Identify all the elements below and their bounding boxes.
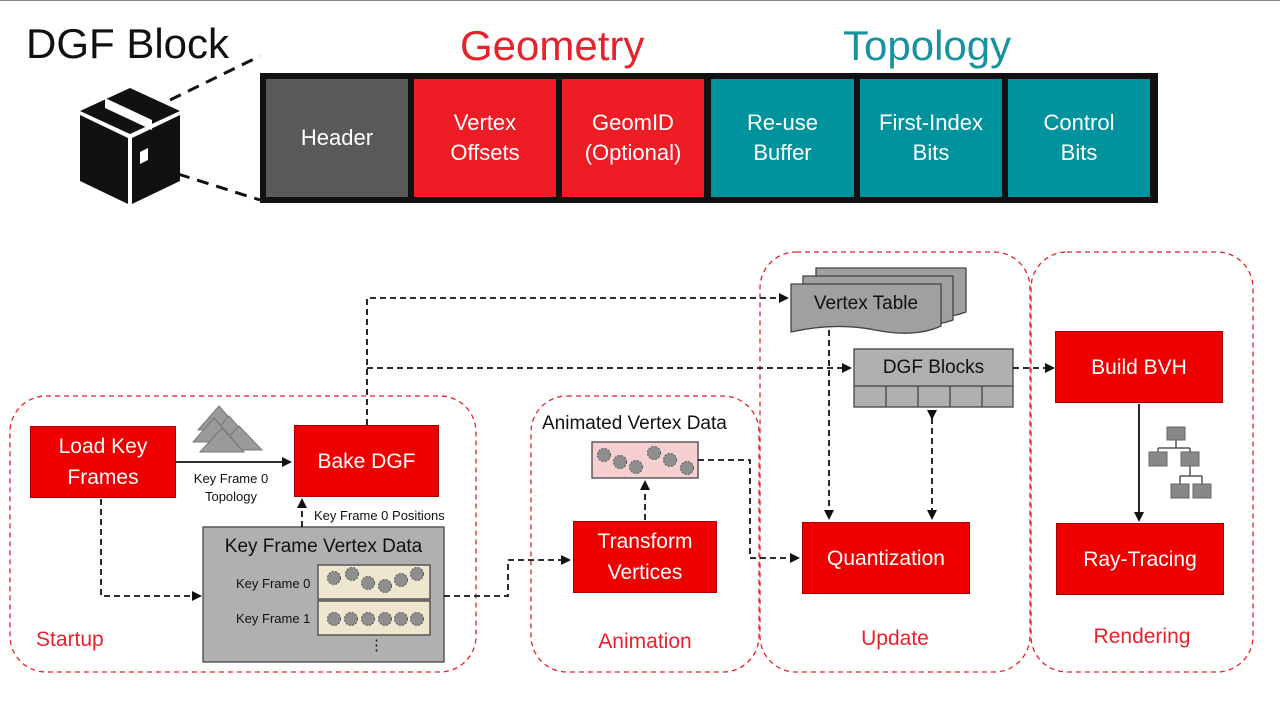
topology-label: Topology (843, 22, 1012, 69)
bake-dgf-box: Bake DGF (294, 425, 439, 497)
rendering-label: Rendering (1093, 625, 1191, 648)
animated-vertices (597, 446, 694, 475)
arrow-animated-to-quantization (698, 459, 800, 563)
key-frame-0-label: Key Frame 0 (236, 576, 311, 591)
dgf-blocks-label: DGF Blocks (882, 357, 985, 378)
animation-label: Animation (598, 630, 692, 653)
zoom-line-top (169, 54, 261, 102)
more-key-frames-ellipsis: ⋮ (369, 637, 384, 654)
arrow-load-to-vertex-data (100, 499, 202, 601)
key-frame-1-label: Key Frame 1 (236, 611, 311, 626)
dgf-blocks-store (853, 348, 1014, 408)
vertex-table-stack (790, 267, 967, 334)
transform-vertices-box: Transform Vertices (573, 521, 717, 593)
dgf-blocks-cells (854, 385, 1013, 407)
vertex-offsets-cell: Vertex Offsets (414, 79, 556, 197)
animated-vertex-data-buffer (591, 441, 699, 479)
quantization-box: Quantization (802, 522, 970, 594)
key-frame-1-vertices (327, 612, 424, 626)
key-frame-positions-label: Key Frame 0 Positions (314, 508, 445, 523)
rendering-section (1030, 251, 1254, 673)
arrow-bake-to-vertex-table (366, 293, 789, 425)
header-cell: Header (266, 79, 408, 197)
geometry-label: Geometry (460, 22, 645, 69)
vertex-table-label: Vertex Table (813, 293, 919, 314)
top-border (0, 0, 1280, 1)
zoom-line-bottom (177, 172, 261, 202)
key-frame-vertex-data-title: Key Frame Vertex Data (224, 536, 423, 557)
load-key-frames-box: Load Key Frames (30, 426, 176, 498)
startup-section (9, 395, 477, 673)
tree-hierarchy-icon (1148, 426, 1212, 499)
geom-id-cell: GeomID (Optional) (562, 79, 704, 197)
first-index-bits-cell: First-Index Bits (860, 79, 1002, 197)
update-label: Update (861, 627, 929, 650)
key-frame-topology-label: Key Frame 0 Topology (193, 471, 269, 504)
animated-vertex-data-label: Animated Vertex Data (542, 413, 727, 434)
control-bits-cell: Control Bits (1008, 79, 1150, 197)
update-section (759, 251, 1031, 673)
key-frame-0-vertices (327, 567, 424, 593)
ray-tracing-box: Ray-Tracing (1056, 523, 1224, 595)
startup-label: Startup (36, 628, 104, 651)
arrow-vertex-data-to-transform (444, 555, 571, 597)
animation-section (530, 395, 760, 673)
reuse-buffer-cell: Re-use Buffer (711, 79, 854, 197)
dgf-block-title: DGF Block (26, 20, 230, 67)
build-bvh-box: Build BVH (1055, 331, 1223, 403)
box-icon (80, 88, 180, 204)
dgf-block-strip: Header Vertex Offsets GeomID (Optional) … (260, 73, 1158, 203)
triangle-mesh-icon (191, 405, 264, 453)
